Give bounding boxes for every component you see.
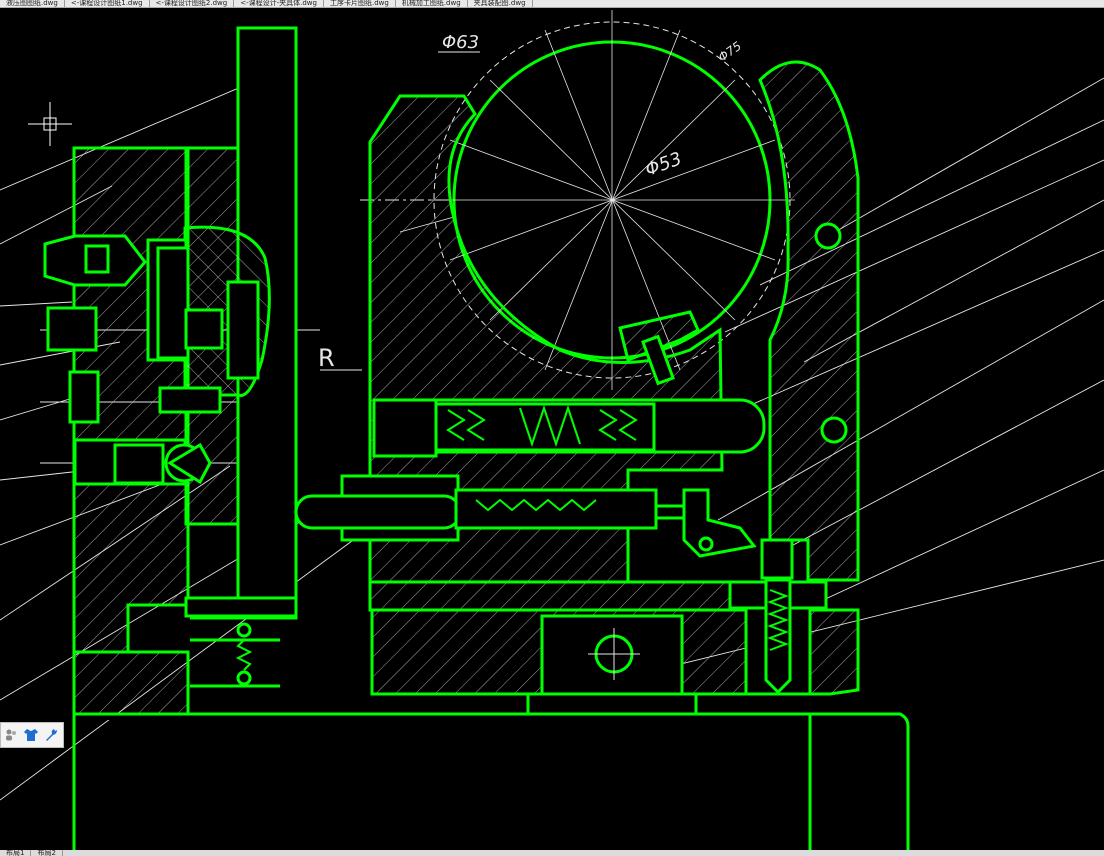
cad-drawing-canvas[interactable]: R Φ63 Φ53 Φ75 [0, 8, 1104, 850]
shirt-icon[interactable] [23, 726, 39, 744]
left-fixture-parts [43, 225, 280, 688]
dim-d63: Φ63 [438, 32, 480, 53]
file-tab[interactable]: 夹具装配图.dwg [468, 0, 533, 7]
r-label: R [318, 344, 335, 372]
file-tab[interactable]: 液压图图纸.dwg [0, 0, 65, 7]
layout-tab[interactable]: 布局1 [0, 850, 32, 856]
dim-d75-text: Φ75 [716, 39, 744, 65]
layout-tab-bar: 布局1 布局2 [0, 850, 1104, 856]
wrench-icon[interactable] [43, 726, 59, 744]
floating-toolbar [0, 722, 64, 748]
file-tab-bar: 液压图图纸.dwg <-课程设计图纸1.dwg <-课程设计图纸2.dwg <-… [0, 0, 1104, 8]
file-tab[interactable]: <-课程设计-夹具体.dwg [234, 0, 324, 7]
file-tab[interactable]: 机械加工图纸.dwg [396, 0, 468, 7]
users-icon[interactable] [3, 726, 19, 744]
file-tab[interactable]: <-课程设计图纸2.dwg [150, 0, 235, 7]
base-plate [72, 694, 910, 850]
file-tab[interactable]: 工序卡片图纸.dwg [324, 0, 396, 7]
file-tab[interactable]: <-课程设计图纸1.dwg [65, 0, 150, 7]
dim-d63-text: Φ63 [442, 32, 479, 53]
layout-tab[interactable]: 布局2 [31, 850, 63, 856]
main-fixture-details [294, 222, 848, 696]
bore-circle [430, 10, 795, 390]
crosshair-cursor [28, 102, 72, 146]
